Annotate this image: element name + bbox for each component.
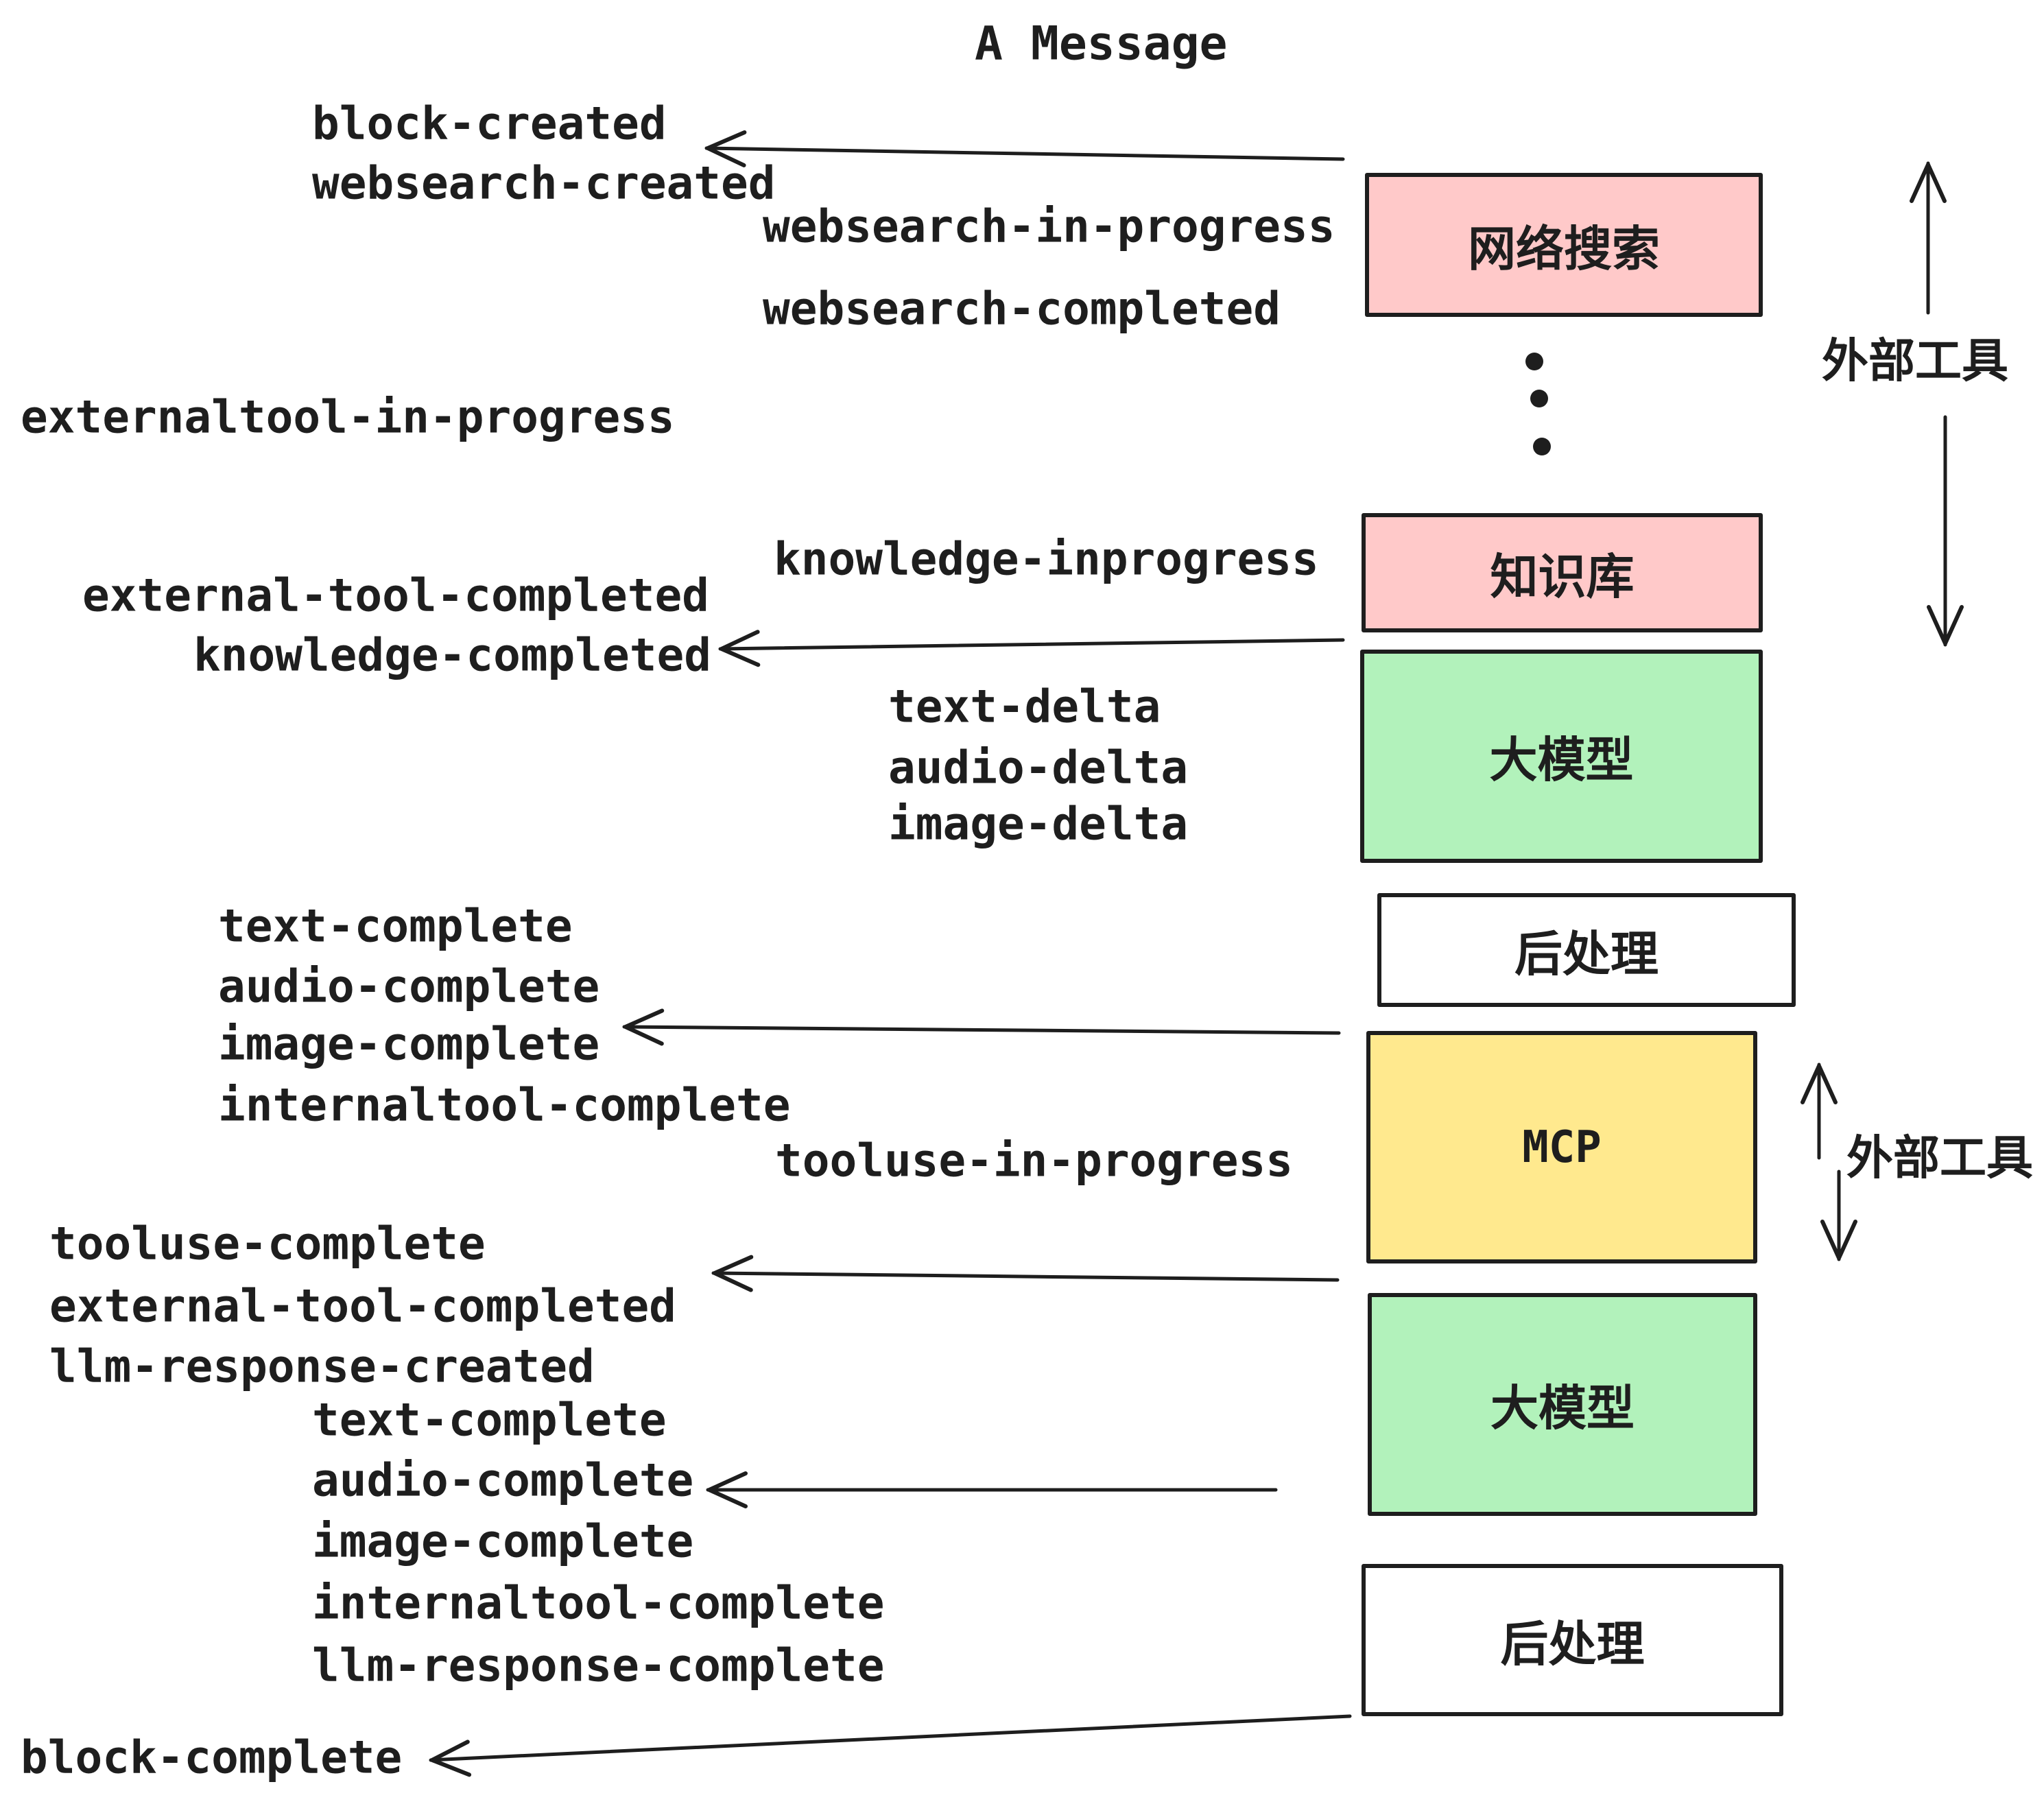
message-arrow-to-image-complete (622, 1008, 1341, 1046)
event-label: internaltool-complete (312, 1576, 885, 1630)
diagram-title: A Message (975, 16, 1228, 71)
box-label: 后处理 (1514, 925, 1659, 982)
event-label: audio-delta (888, 741, 1189, 794)
event-label: text-complete (218, 899, 573, 953)
event-label: image-delta (888, 797, 1189, 851)
box-label: 网络搜索 (1468, 220, 1660, 277)
message-arrow-to-block-complete (429, 1714, 1352, 1777)
event-label: image-complete (312, 1515, 694, 1568)
event-label: image-complete (218, 1017, 600, 1071)
event-label: external-tool-completed (49, 1279, 676, 1333)
message-arrow-to-tooluse-complete (711, 1255, 1340, 1292)
event-label: tooluse-in-progress (775, 1134, 1293, 1187)
flow-box-llm-1: 大模型 (1360, 650, 1763, 863)
flow-box-knowledge: 知识库 (1362, 513, 1763, 632)
ellipsis-dot (1530, 390, 1548, 407)
event-label: external-tool-completed (82, 569, 709, 622)
event-label: block-complete (21, 1731, 403, 1784)
event-label: llm-response-created (49, 1340, 595, 1393)
box-label: 大模型 (1490, 1380, 1635, 1436)
ellipsis-dot (1525, 353, 1543, 370)
event-label: knowledge-inprogress (774, 532, 1319, 586)
event-label: audio-complete (218, 960, 600, 1013)
event-label: externaltool-in-progress (21, 390, 675, 444)
event-label: websearch-completed (763, 282, 1281, 335)
event-label: websearch-created (312, 156, 776, 210)
box-label: 知识库 (1490, 548, 1635, 605)
side-annotation: 外部工具 (1846, 1131, 2034, 1186)
event-label: knowledge-completed (193, 628, 711, 682)
side-annotation: 外部工具 (1822, 334, 2009, 389)
event-label: block-created (312, 97, 667, 150)
flow-box-mcp: MCP (1366, 1031, 1757, 1263)
ellipsis-dot (1533, 438, 1551, 455)
flow-box-postprocess-2: 后处理 (1362, 1564, 1783, 1716)
box-label: MCP (1522, 1121, 1602, 1173)
event-label: websearch-in-progress (763, 200, 1335, 253)
flow-box-postprocess-1: 后处理 (1377, 893, 1796, 1007)
event-label: audio-complete (312, 1453, 694, 1507)
box-label: 大模型 (1489, 732, 1634, 788)
message-arrow-to-websearch-created (704, 130, 1345, 167)
flow-box-websearch: 网络搜索 (1365, 173, 1763, 317)
event-label: tooluse-complete (49, 1217, 486, 1270)
flow-box-llm-2: 大模型 (1368, 1293, 1757, 1516)
message-arrow-to-knowledge-completed (718, 630, 1345, 667)
box-label: 后处理 (1500, 1615, 1645, 1672)
event-label: text-delta (888, 680, 1161, 733)
event-label: text-complete (312, 1393, 667, 1447)
event-label: internaltool-complete (218, 1078, 791, 1132)
event-label: llm-response-complete (312, 1639, 885, 1692)
